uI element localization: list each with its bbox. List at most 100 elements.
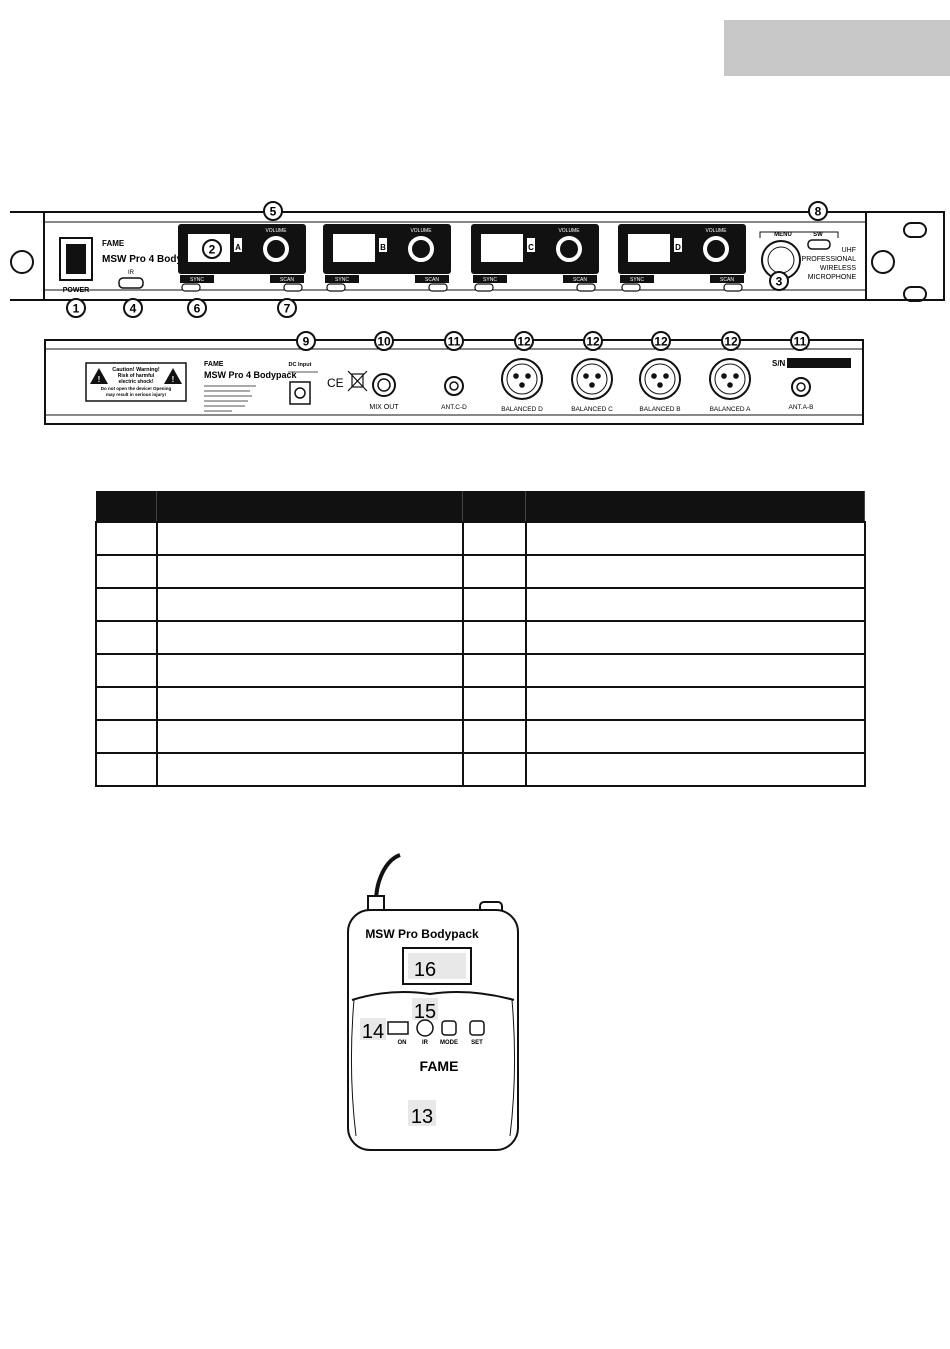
sync-button	[474, 283, 494, 292]
callout-number: 8	[808, 201, 828, 221]
scan-label: SCAN	[720, 277, 734, 283]
xlr-output-3: BALANCED A	[709, 358, 751, 413]
channel-letter: C	[528, 243, 534, 252]
volume-label: VOLUME	[705, 228, 727, 234]
callout-number: 12	[514, 331, 534, 351]
svg-text:15: 15	[414, 1001, 436, 1023]
svg-text:10: 10	[377, 335, 391, 349]
serial-number-bar	[787, 358, 851, 368]
svg-text:!: !	[172, 375, 175, 384]
ant-cd-connector	[444, 376, 464, 396]
svg-text:16: 16	[414, 959, 436, 981]
front-tagline: UHF PROFESSIONAL WIRELESS MICROPHONE	[802, 247, 857, 281]
ce-mark: CE	[327, 376, 344, 390]
svg-text:12: 12	[654, 335, 668, 349]
receiver-panels-diagram: POWER FAME MSW Pro 4 Bodypack IR AVOLUME…	[10, 201, 945, 425]
svg-text:UHF: UHF	[842, 247, 856, 254]
svg-text:may result in serious injury!: may result in serious injury!	[106, 392, 167, 397]
channel-letter: A	[235, 243, 241, 252]
scan-button	[723, 283, 743, 292]
svg-text:14: 14	[362, 1021, 384, 1043]
svg-text:Do not open the device! Openin: Do not open the device! Opening	[101, 386, 172, 391]
svg-text:12: 12	[586, 335, 600, 349]
bodypack-cable	[374, 853, 401, 903]
callout-number: 12	[651, 331, 671, 351]
table-row	[95, 554, 866, 589]
front-panel: POWER FAME MSW Pro 4 Bodypack IR AVOLUME…	[10, 211, 945, 302]
ant-ab-connector	[791, 377, 811, 397]
channel-display	[333, 234, 375, 262]
bodypack-on-switch	[387, 1021, 409, 1035]
sync-label: SYNC	[335, 277, 349, 283]
table-row	[95, 653, 866, 688]
svg-text:MODE: MODE	[440, 1040, 458, 1046]
callout-number: 10	[374, 331, 394, 351]
table-row	[95, 719, 866, 754]
svg-text:12: 12	[517, 335, 531, 349]
svg-text:ON: ON	[398, 1040, 407, 1046]
xlr-output-0: BALANCED D	[501, 358, 543, 413]
svg-text:13: 13	[411, 1106, 433, 1128]
svg-text:9: 9	[303, 335, 310, 349]
table-row	[95, 620, 866, 655]
channel-display	[481, 234, 523, 262]
scan-button	[428, 283, 448, 292]
svg-text:12: 12	[724, 335, 738, 349]
sync-label: SYNC	[630, 277, 644, 283]
bodypack-set-button	[469, 1020, 485, 1036]
sync-button	[326, 283, 346, 292]
xlr-output-1: BALANCED C	[571, 358, 613, 413]
mix-out-jack	[372, 373, 396, 397]
channel-letter: D	[675, 243, 681, 252]
svg-text:MICROPHONE: MICROPHONE	[808, 274, 857, 281]
menu-label: MENU	[774, 232, 792, 238]
table-row	[95, 686, 866, 721]
callout-number: 12	[721, 331, 741, 351]
rear-fine-print	[204, 385, 256, 412]
svg-text:7: 7	[284, 302, 291, 316]
xlr-output-2: BALANCED B	[639, 358, 681, 413]
volume-label: VOLUME	[410, 228, 432, 234]
svg-text:11: 11	[794, 335, 807, 349]
svg-text:4: 4	[130, 302, 137, 316]
bodypack-title: MSW Pro Bodypack	[365, 927, 479, 941]
sn-label: S/N	[772, 359, 786, 368]
callout-number: 3	[769, 271, 789, 291]
table-row	[95, 587, 866, 622]
bodypack-diagram: MSW Pro Bodypack 16 15 14 ON IR MODE SET…	[347, 853, 519, 1151]
volume-label: VOLUME	[558, 228, 580, 234]
callout-number: 1	[66, 298, 86, 318]
power-label: POWER	[63, 287, 89, 294]
ant-cd-label: ANT.C-D	[441, 404, 467, 411]
svg-text:WIRELESS: WIRELESS	[820, 265, 857, 272]
scan-label: SCAN	[425, 277, 439, 283]
sync-button	[181, 283, 201, 292]
svg-text:3: 3	[776, 275, 783, 289]
svg-text:IR: IR	[422, 1040, 429, 1046]
warning-triangle-right	[164, 368, 182, 384]
mix-out-label: MIX OUT	[369, 404, 399, 411]
bodypack-brand: FAME	[420, 1058, 459, 1074]
bodypack-ir-window	[416, 1019, 434, 1037]
svg-text:electric shock!: electric shock!	[118, 379, 153, 385]
balanced-label: BALANCED A	[710, 406, 751, 413]
rear-model: MSW Pro 4 Bodypack	[204, 370, 298, 380]
scan-button	[576, 283, 596, 292]
warning-triangle-left	[90, 368, 108, 384]
scan-label: SCAN	[573, 277, 587, 283]
callout-number: 2	[202, 239, 222, 259]
callout-number: 7	[277, 298, 297, 318]
channel-letter: B	[380, 243, 386, 252]
svg-text:1: 1	[73, 302, 80, 316]
rear-brand: FAME	[204, 361, 224, 368]
dc-input-jack	[289, 381, 311, 405]
svg-text:11: 11	[448, 335, 461, 349]
scan-button	[283, 283, 303, 292]
page-tab-marker	[724, 20, 950, 76]
ir-window	[118, 277, 144, 289]
channel-module-b: B VOLUME SYNC SCAN	[323, 224, 451, 292]
svg-text:8: 8	[815, 205, 822, 219]
rear-panel: ! ! Caution! Warning! Risk of harmful el…	[44, 339, 864, 425]
bodypack-clip-edge	[351, 991, 515, 1001]
table-header-row	[96, 491, 865, 522]
